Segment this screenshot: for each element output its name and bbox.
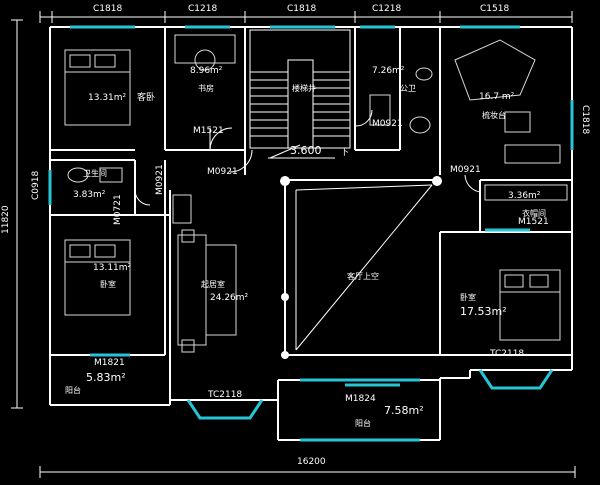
window-label-balcony-left: M1821 [94,358,125,368]
door-label-c: M0921 [450,165,481,175]
window-label-bay-right: TC2118 [490,349,525,359]
bottom-dimension-line [39,466,576,478]
room-area-bedroom-left: 13.11m² [93,263,132,273]
window-label-left: C0918 [31,170,41,200]
void-diagonal [295,184,433,351]
window-label-balcony-bottom: M1824 [345,394,376,404]
room-area-living-room: 24.26m² [210,293,249,303]
left-dimension-line [11,19,23,409]
room-area-bedroom-right: 17.53m² [460,305,507,318]
room-label-guest-bedroom: 客卧 [137,93,156,103]
room-label-study: 书房 [198,84,214,93]
room-area-dressing: 16.7 m² [479,92,515,102]
room-area-balcony-bottom: 7.58m² [384,404,424,417]
top-dimension-line [39,11,573,23]
door-label-a: M0921 [207,167,238,177]
room-area-balcony-left: 5.83m² [86,371,126,384]
door-label-b: M0921 [372,119,403,129]
furniture [64,34,568,353]
stairs [249,29,351,159]
door-label-wardrobe: M1521 [518,217,549,227]
window-label-top-4: C1218 [372,4,402,14]
windows [48,25,574,442]
room-label-balcony-left: 阳台 [65,386,81,395]
left-dimension-label: 11820 [1,205,11,234]
window-label-bay-left: TC2118 [208,390,243,400]
room-area-public-bath: 7.26m² [372,66,405,76]
door-swings [134,109,481,206]
column-marker [432,176,442,186]
window-label-top-5: C1518 [480,4,510,14]
window-label-top-3: C1818 [287,4,317,14]
bottom-dimension-label: 16200 [297,457,326,467]
room-label-bedroom-left: 卧室 [100,280,116,289]
column-marker [281,293,289,301]
door-label-bath-side: M0721 [113,194,123,225]
room-area-guest-bedroom: 13.31m² [88,93,127,103]
room-label-balcony-bottom: 阳台 [355,419,371,428]
door-label-bath: M0921 [155,164,165,195]
room-label-bathroom: 卫生间 [83,169,107,178]
room-label-stairs: 楼梯井 [292,84,316,93]
window-label-top-1: C1818 [93,4,123,14]
room-label-living-room: 起居室 [201,280,225,289]
room-label-void: 客厅上空 [347,272,379,281]
room-area-wardrobe: 3.36m² [508,191,541,201]
column-marker [280,176,290,186]
room-area-bathroom: 3.83m² [73,190,106,200]
window-label-right: C1818 [580,105,590,135]
floor-level-label: 3.600 [290,144,322,157]
stair-down-mark: 下 [340,148,350,158]
column-marker [281,351,289,359]
room-label-bedroom-right: 卧室 [460,293,476,302]
room-label-public-bath: 公卫 [400,84,416,93]
room-label-dressing: 梳妆台 [482,111,506,120]
room-label-wardrobe: 衣帽间 [522,209,546,218]
room-area-study: 8.96m² [190,66,223,76]
window-label-top-2: C1218 [188,4,218,14]
door-label-study: M1521 [193,126,224,136]
